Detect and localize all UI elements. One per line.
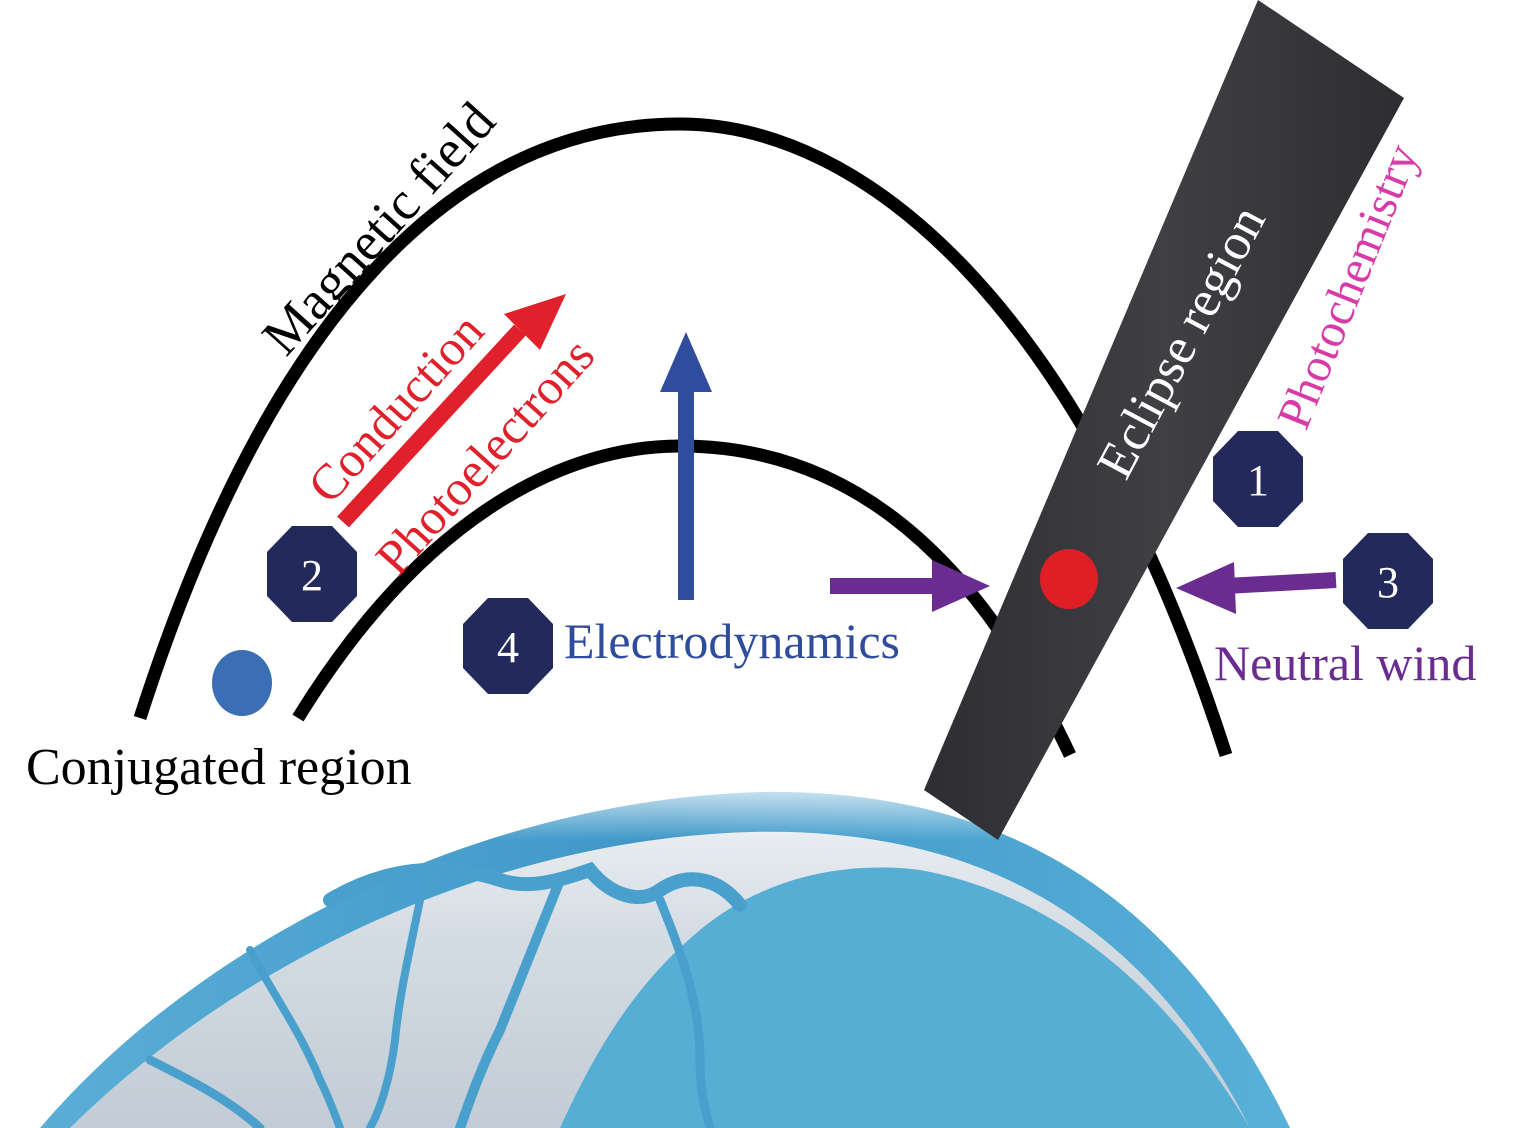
marker-4: 4 <box>463 598 553 694</box>
electrodynamics-label: Electrodynamics <box>564 613 900 669</box>
globe-channel-2 <box>366 896 424 1128</box>
marker-1: 1 <box>1213 431 1303 527</box>
marker-3: 3 <box>1343 533 1433 629</box>
earth-globe <box>0 770 1535 1128</box>
conduction-arrow <box>337 294 566 528</box>
globe-channel-1 <box>455 875 565 1128</box>
globe-coastline <box>323 861 747 912</box>
globe-channel-5 <box>145 1055 265 1128</box>
neutral-wind-label: Neutral wind <box>1214 635 1476 691</box>
conjugated-region-label: Conjugated region <box>26 739 412 796</box>
marker-4-label: 4 <box>497 623 519 672</box>
marker-3-label: 3 <box>1377 558 1399 607</box>
marker-2: 2 <box>267 526 357 622</box>
eclipse-point-dot <box>1040 549 1098 609</box>
neutral-wind-arrow-left <box>830 560 990 612</box>
marker-2-label: 2 <box>301 551 323 600</box>
globe-ocean-right <box>560 867 1250 1128</box>
field-line-outer <box>133 117 1233 757</box>
conjugate-point-dot <box>212 650 272 716</box>
globe-channel-4 <box>655 895 715 1128</box>
eclipse-band <box>924 0 1404 840</box>
marker-1-label: 1 <box>1247 456 1269 505</box>
neutral-wind-arrow-right <box>1176 562 1337 614</box>
globe-top-fade <box>0 770 1535 840</box>
globe-channel-3 <box>246 946 344 1128</box>
electrodynamics-arrow <box>660 332 712 600</box>
